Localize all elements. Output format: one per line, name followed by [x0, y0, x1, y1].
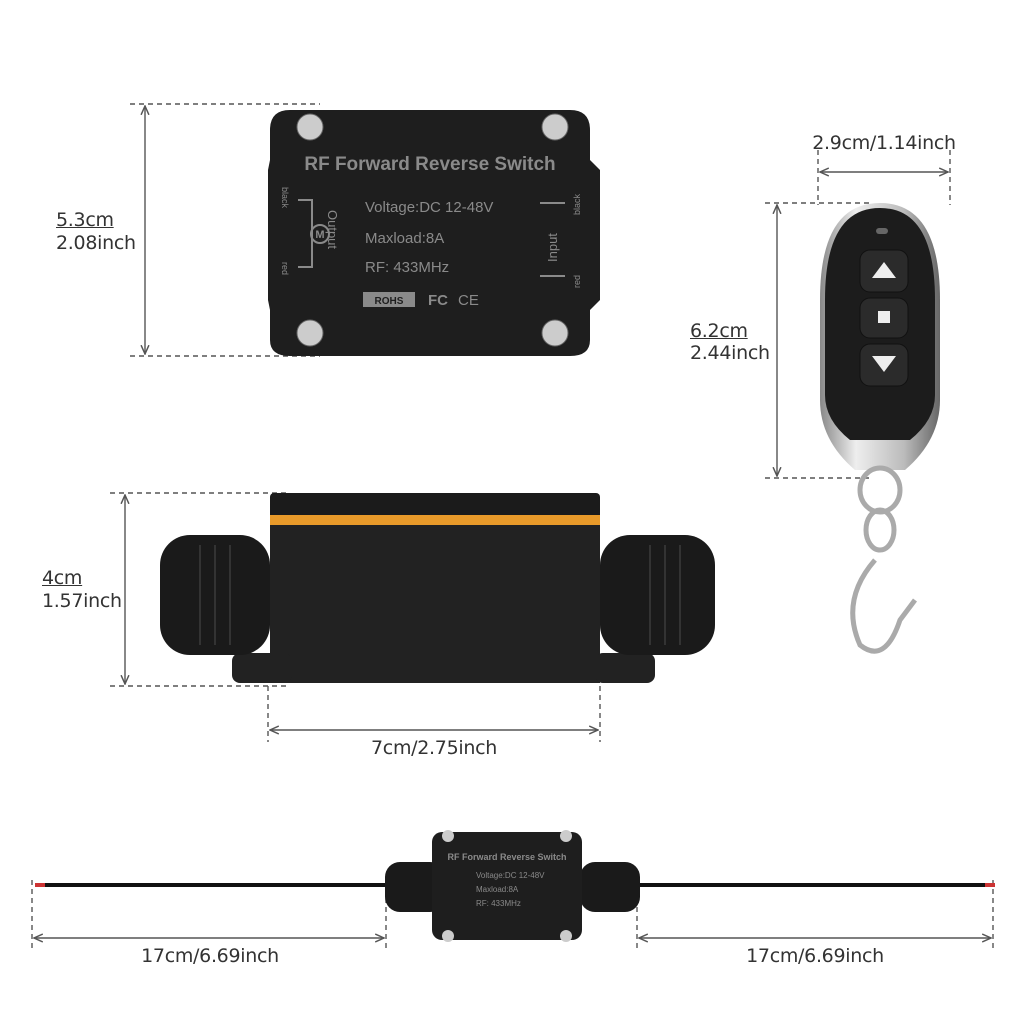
ce-mark: CE [458, 292, 479, 309]
remote-height-inch: 2.44inch [690, 342, 770, 364]
rf-spec-small: RF: 433MHz [476, 899, 521, 908]
stop-square-icon [878, 311, 890, 323]
black-label: black [572, 193, 582, 215]
top-height-inch: 2.08inch [56, 232, 136, 254]
top-height-cm: 5.3cm [56, 209, 114, 231]
red-label: red [280, 262, 290, 275]
module-top-view: M RF Forward Reverse Switch Voltage:DC 1… [268, 110, 600, 356]
keyring-icon [850, 465, 917, 654]
input-label: Input [545, 233, 560, 262]
rf-spec: RF: 433MHz [365, 259, 449, 276]
side-height-inch: 1.57inch [42, 590, 122, 612]
remote-height-cm: 6.2cm [690, 320, 748, 342]
down-arrow-icon [872, 356, 896, 372]
wire-right-length: 17cm/6.69inch [746, 945, 884, 967]
motor-symbol: M [315, 229, 324, 241]
side-height-cm: 4cm [42, 567, 83, 589]
wire-left-length: 17cm/6.69inch [141, 945, 279, 967]
screw-icons [296, 113, 569, 347]
module-title-small: RF Forward Reverse Switch [447, 852, 566, 862]
module-wired-view: RF Forward Reverse Switch Voltage:DC 12-… [35, 830, 995, 942]
voltage-spec: Voltage:DC 12-48V [365, 199, 493, 216]
module-side-view [160, 493, 715, 683]
red-label: red [572, 275, 582, 288]
black-label: black [280, 187, 290, 209]
fc-mark: FC [428, 292, 448, 309]
side-length: 7cm/2.75inch [371, 737, 497, 759]
output-label: Output [325, 210, 340, 249]
voltage-spec-small: Voltage:DC 12-48V [476, 871, 545, 880]
rohs-mark: ROHS [375, 296, 404, 307]
remote-width: 2.9cm/1.14inch [812, 132, 956, 154]
remote-control [820, 203, 940, 654]
up-arrow-icon [872, 262, 896, 278]
dimension-lines [31, 103, 994, 948]
module-title: RF Forward Reverse Switch [304, 154, 555, 175]
maxload-spec-small: Maxload:8A [476, 885, 519, 894]
maxload-spec: Maxload:8A [365, 230, 444, 247]
